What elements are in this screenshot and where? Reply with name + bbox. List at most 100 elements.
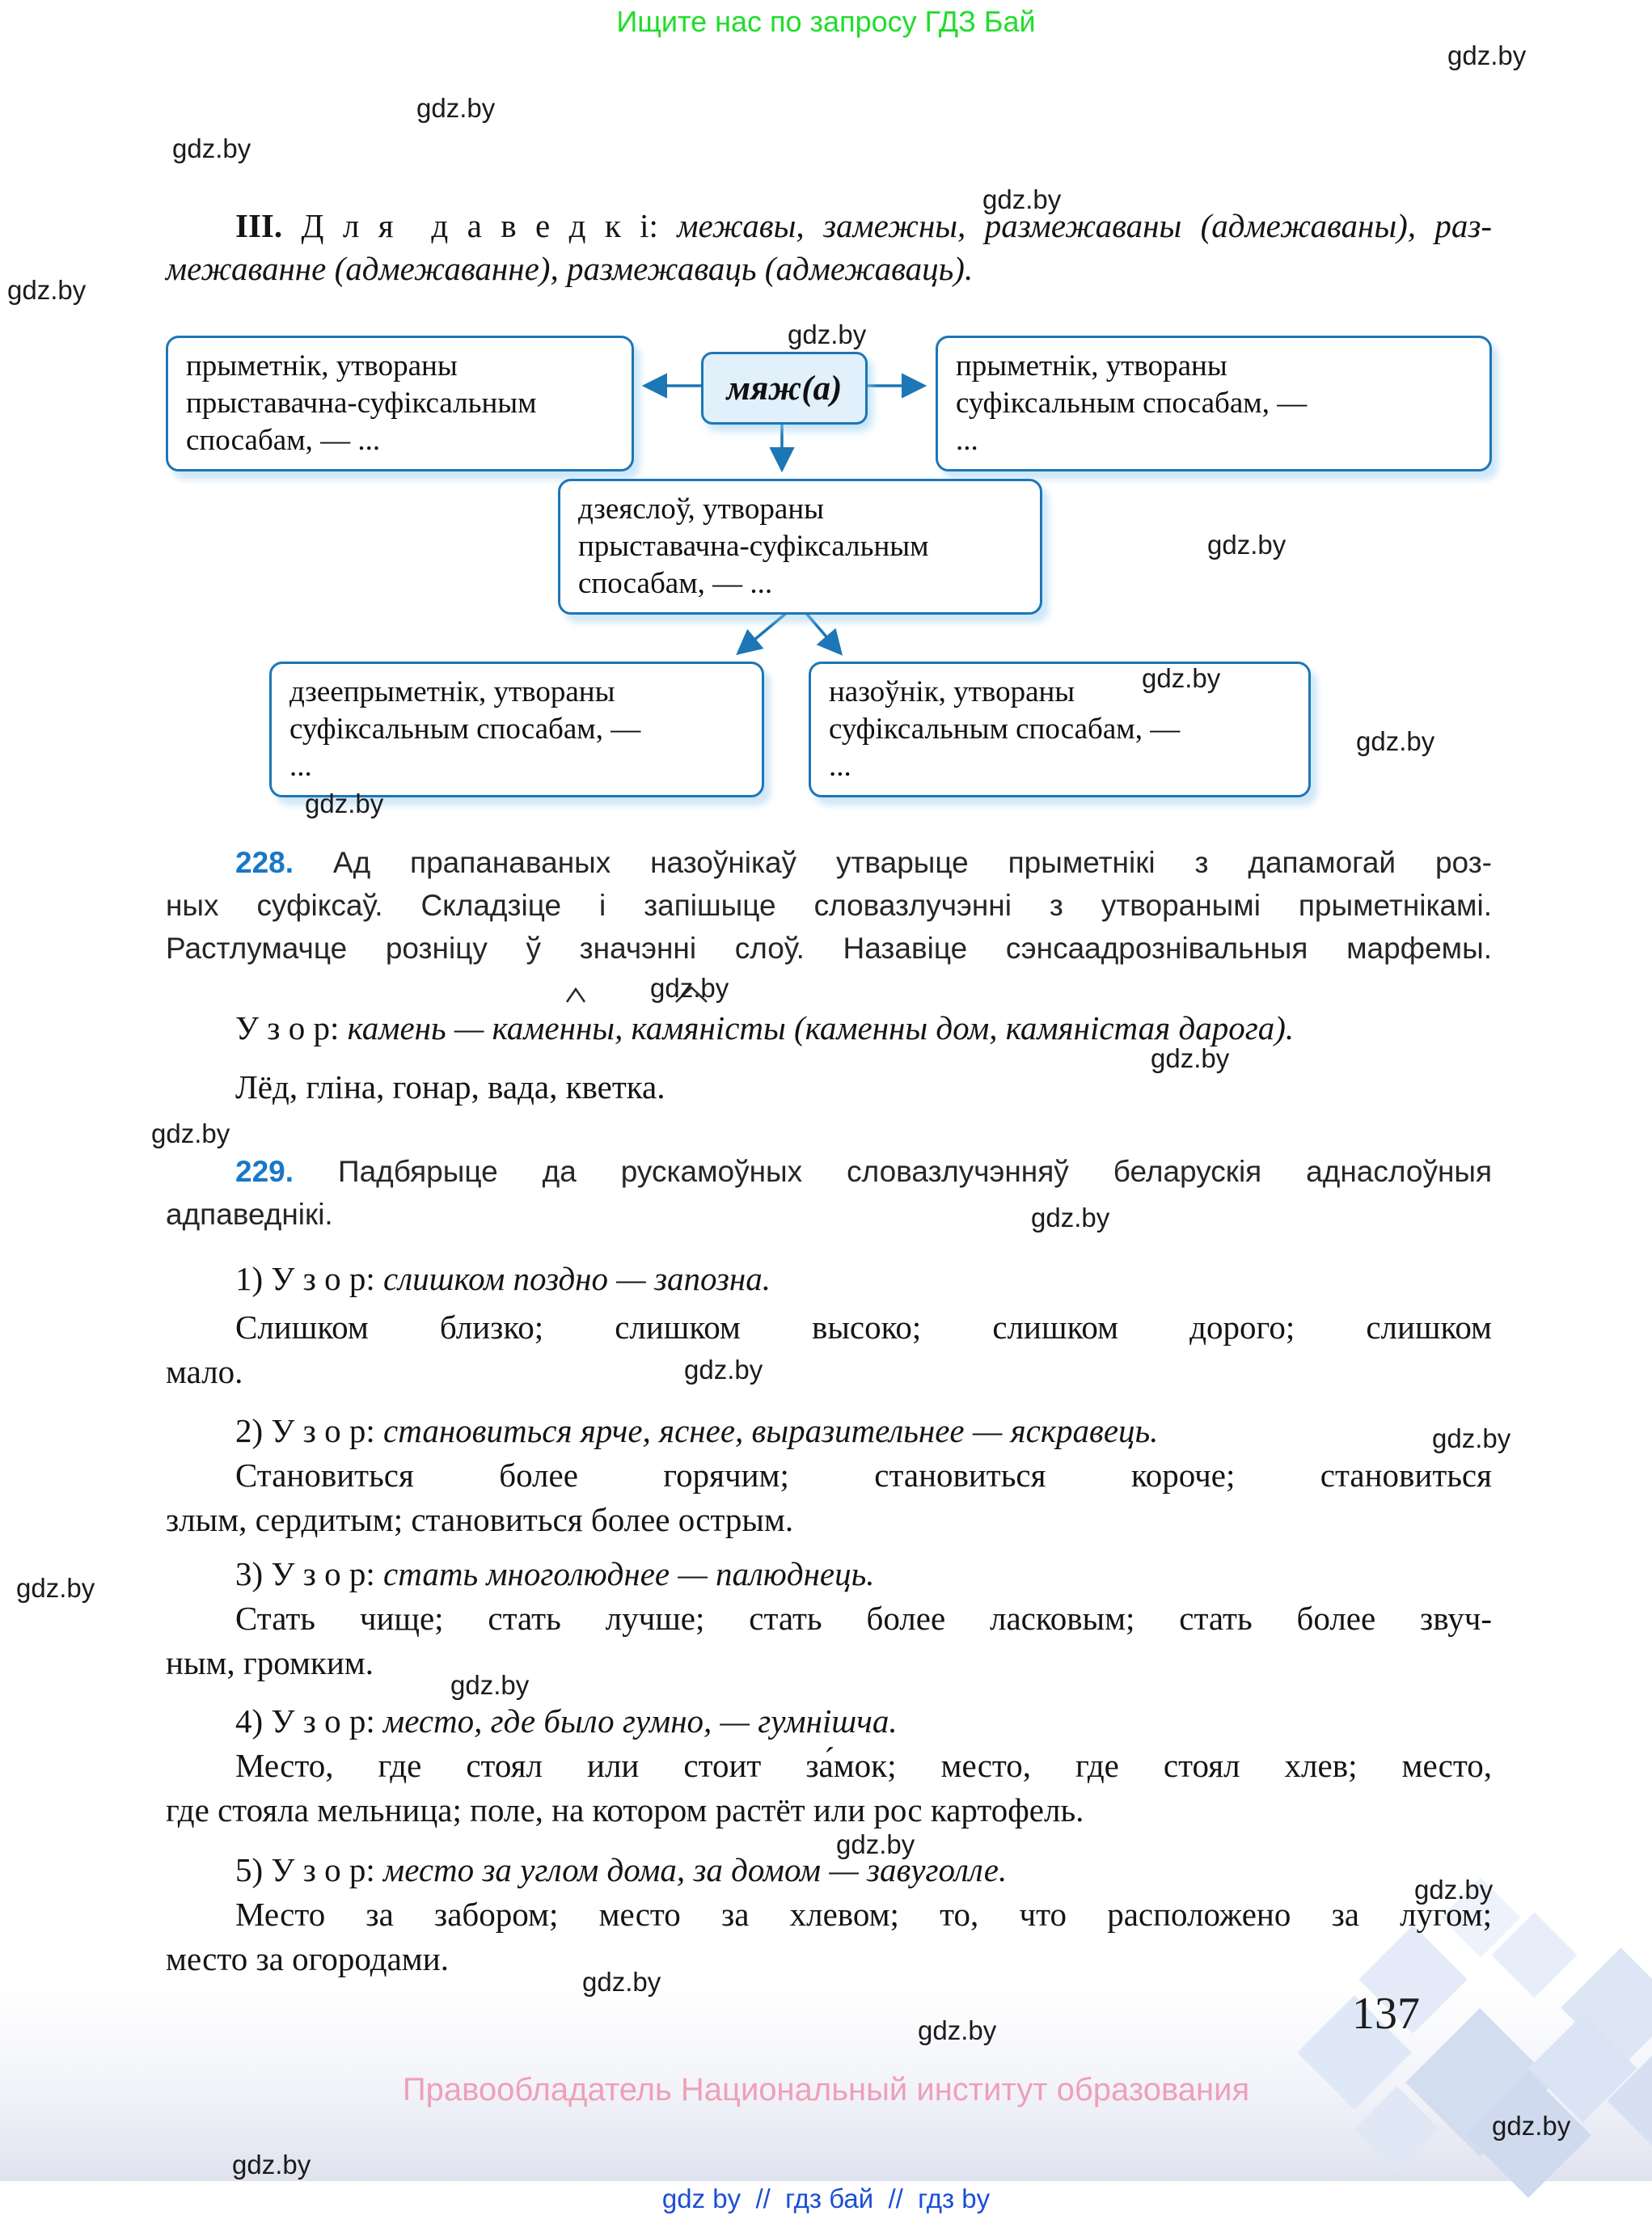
promo-search-link[interactable]: Ищите нас по запросу ГДЗ Бай [616,5,1036,38]
example-text: место за углом дома, за домом — завуголл… [383,1851,1008,1888]
item-number: 4) [235,1702,264,1740]
gdz-watermark: gdz.by [172,133,251,163]
example-text: (каменны дом, камяністая дарога). [785,1009,1295,1046]
item-number: 1) [235,1260,264,1297]
diagram-box-line: дзеепрыметнік, утвораны [289,675,615,708]
example-text: стать многолюднее — палюднець. [383,1555,875,1592]
suffix-caret-icon [566,987,586,1003]
example-word: каменны [492,1009,615,1046]
reference-words: межавы, замежны, размежаваны (адмежаваны… [677,207,1493,244]
page-number: 137 [1352,1989,1420,2039]
example-text: слишком поздно — запозна. [383,1260,771,1297]
footer-links[interactable]: gdz by // гдз бай // гдз by [661,2184,991,2213]
section-number: III. [235,207,283,244]
gdz-watermark: gdz.by [1356,726,1435,756]
reference-words: межаванне (адмежаванне), размежаваць (ад… [166,250,974,287]
gdz-watermark: gdz.by [151,1118,230,1148]
example-text: становиться ярче, яснее, выразительнее —… [383,1412,1159,1449]
exercise-229-line-1: 229. Падбярыце да рускамоўных словазлучэ… [235,1155,1492,1189]
diagram-box-line: дзеяслоў, утвораны [578,493,824,526]
diagram-box-line: прыметнік, утвораны [186,349,458,383]
diagram-box-line: суфіксальным спосабам, — [289,712,641,746]
diagram-box-line: ... [289,750,312,783]
suffix-caret-icon [675,986,708,1003]
gdz-watermark: gdz.by [836,1829,915,1859]
reference-label: Д л я д а в е д к і: [301,207,658,244]
gdz-watermark: gdz.by [650,973,729,1003]
diagram-box-line: спосабам, — ... [578,567,773,600]
uzor-label: У з о р: [271,1851,375,1888]
example-text: место, где было гумно, — гумнішча. [383,1702,898,1740]
reference-note-line-1: III. Д л я д а в е д к і: межавы, замежн… [235,206,1492,245]
diagram-box-line: ... [956,424,978,457]
item-4-text-line: где стояла мельница; поле, на котором ра… [166,1791,1084,1829]
exercise-228-word-list: Лёд, гліна, гонар, вада, кветка. [235,1068,665,1106]
item-2-text-line: злым, сердитым; становиться более острым… [166,1501,794,1538]
item-number: 2) [235,1412,264,1449]
uzor-label: У з о р: [271,1412,375,1449]
item-2-example: 2) У з о р: становиться ярче, яснее, выр… [235,1411,1158,1450]
exercise-number: 228. [235,846,294,879]
diagram-box-line: прыставачна-суфіксальным [186,387,537,420]
exercise-text: Ад прапанаваных назоўнікаў утварыце прым… [332,846,1492,879]
gdz-watermark: gdz.by [305,789,384,818]
copyright-watermark: Правообладатель Национальный институт об… [402,2072,1250,2108]
gdz-watermark: gdz.by [982,184,1062,214]
example-text: , [615,1009,632,1046]
item-1-example: 1) У з о р: слишком поздно — запозна. [235,1259,771,1298]
item-3-text-line: Стать чище; стать лучше; стать более лас… [235,1600,1492,1637]
gdz-watermark: gdz.by [1447,40,1527,70]
diagram-box-line: назоўнік, утвораны [829,675,1075,708]
diagram-box-adjective-suffix: прыметнік, утвораны суфіксальным спосаба… [936,336,1492,471]
gdz-watermark: gdz.by [684,1355,763,1385]
gdz-watermark: gdz.by [1207,530,1287,560]
diagram-box-line: прыметнік, утвораны [956,349,1227,383]
diagram-box-participle-suffix: дзеепрыметнік, утвораны суфіксальным спо… [269,662,764,797]
diagram-box-line: спосабам, — ... [186,424,381,457]
uzor-label: У з о р: [271,1260,375,1297]
exercise-228-line-3: Растлумачце розніцу ў значэнні слоў. Наз… [166,932,1492,965]
item-5-text-line: Место за забором; место за хлевом; то, ч… [235,1896,1492,1933]
diagram-box-verb-prefix-suffix: дзеяслоў, утвораны прыставачна-суфіксаль… [558,479,1042,615]
exercise-229-line-2: адпаведнікі. [166,1198,333,1231]
gdz-watermark: gdz.by [1142,663,1221,693]
exercise-228-line-1: 228. Ад прапанаваных назоўнікаў утварыце… [235,846,1492,880]
gdz-watermark: gdz.by [16,1573,95,1603]
diagram-box-line: прыставачна-суфіксальным [578,530,929,563]
item-5-text-line: место за огородами. [166,1940,449,1977]
uzor-label: У з о р: [235,1009,340,1046]
item-1-text-line: Слишком близко; слишком высоко; слишком … [235,1309,1492,1346]
diagram-box-line: ... [829,750,851,783]
gdz-watermark: gdz.by [1031,1203,1110,1233]
gdz-watermark: gdz.by [1492,2111,1571,2141]
gdz-watermark: gdz.by [788,319,867,349]
exercise-text: Падбярыце да рускамоўных словазлучэнняў … [337,1155,1493,1188]
item-3-example: 3) У з о р: стать многолюднее — палюднец… [235,1554,875,1593]
item-3-text-line: ным, громким. [166,1644,374,1681]
uzor-label: У з о р: [271,1555,375,1592]
diagram-box-line: суфіксальным спосабам, — [829,712,1181,746]
gdz-watermark: gdz.by [1414,1875,1494,1905]
exercise-228-line-2: ных суфіксаў. Складзіце і запішыце слова… [166,889,1492,922]
gdz-watermark: gdz.by [1432,1423,1511,1453]
item-4-text-line: Место, где стоял или стоит за́мок; место… [235,1747,1492,1784]
reference-note-line-2: межаванне (адмежаванне), размежаваць (ад… [166,249,973,288]
exercise-number: 229. [235,1155,294,1188]
diagram-root-word: мяж(а) [701,352,868,425]
gdz-watermark: gdz.by [1151,1043,1230,1073]
item-1-text-line: мало. [166,1353,243,1390]
diagram-box-noun-suffix: назоўнік, утвораны суфіксальным спосабам… [809,662,1311,797]
gdz-watermark: gdz.by [450,1670,530,1700]
exercise-228-example: У з о р: камень — каменны, камяністы (ка… [235,986,1295,1047]
root-word-label: мяж(а) [726,369,843,408]
item-number: 5) [235,1851,264,1888]
item-5-example: 5) У з о р: место за углом дома, за домо… [235,1850,1007,1889]
gdz-watermark: gdz.by [918,2015,997,2045]
example-word: камяністы [631,1009,786,1046]
item-2-text-line: Становиться более горячим; становиться к… [235,1457,1492,1494]
diagram-box-adjective-prefix-suffix: прыметнік, утвораны прыставачна-суфіксал… [166,336,634,471]
item-number: 3) [235,1555,264,1592]
uzor-label: У з о р: [271,1702,375,1740]
gdz-watermark: gdz.by [582,1967,661,1997]
